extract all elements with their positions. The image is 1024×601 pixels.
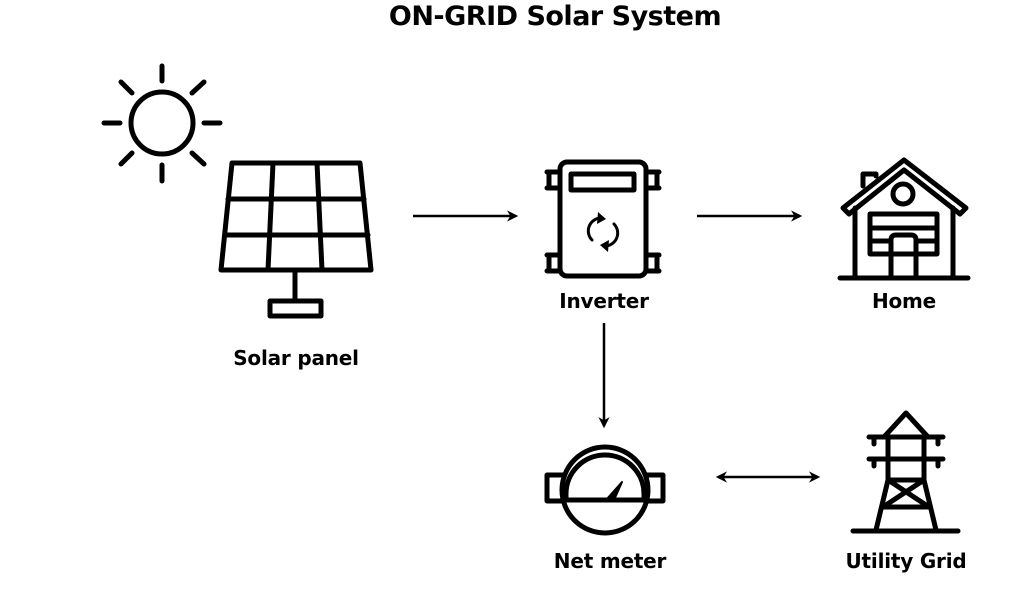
label-net-meter: Net meter xyxy=(553,549,667,573)
sun-icon xyxy=(101,63,223,184)
label-home: Home xyxy=(871,289,937,313)
label-utility-grid: Utility Grid xyxy=(845,549,967,573)
power-tower-icon xyxy=(850,410,961,534)
inverter-icon xyxy=(544,159,662,279)
label-inverter: Inverter xyxy=(559,289,649,313)
meter-gauge-icon xyxy=(544,444,666,536)
solar-panel-icon xyxy=(218,160,374,319)
diagram-title: ON-GRID Solar System xyxy=(388,1,722,32)
house-icon xyxy=(837,157,971,281)
label-solar-panel: Solar panel xyxy=(233,346,359,370)
